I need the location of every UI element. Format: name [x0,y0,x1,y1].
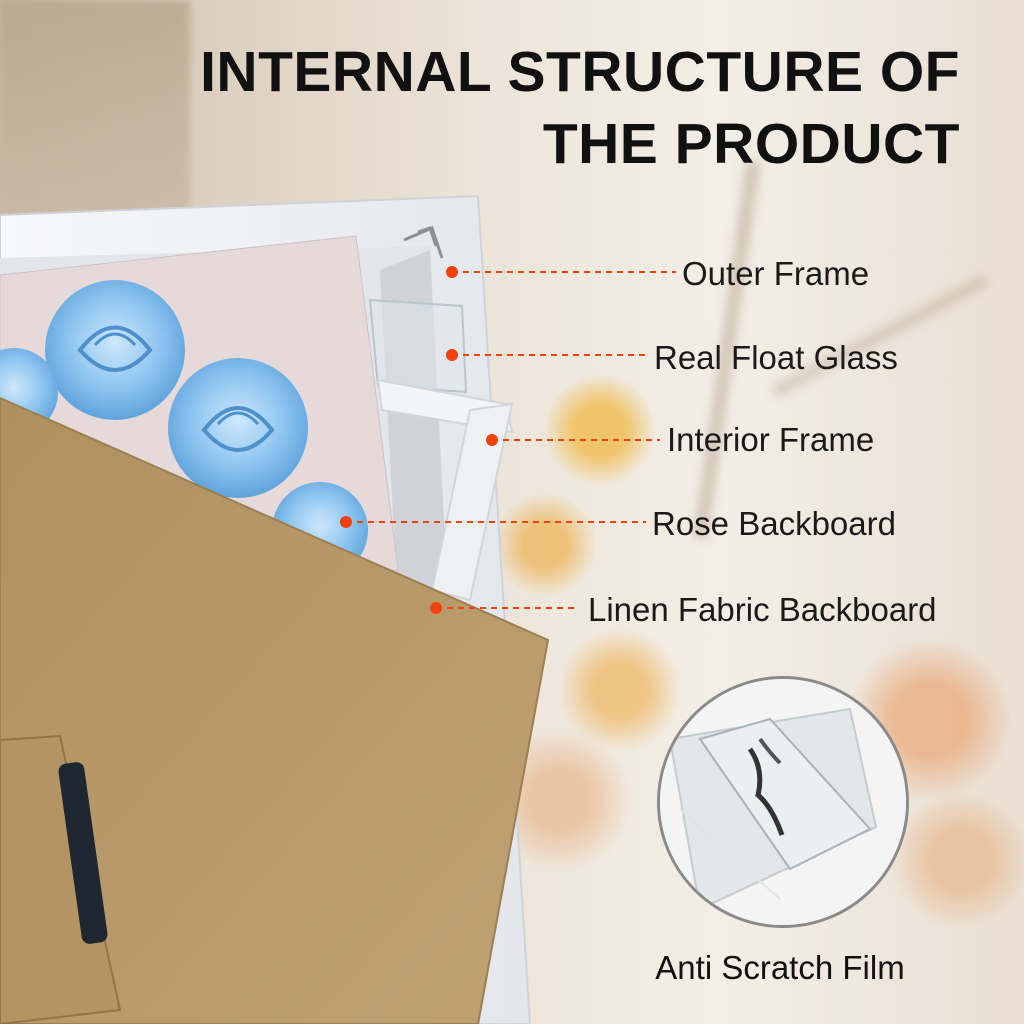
callout-dot-icon [446,349,458,361]
rose-icon [45,280,185,420]
callout-dot-icon [486,434,498,446]
interior-frame [376,378,514,602]
page-title: INTERNAL STRUCTURE OF THE PRODUCT [120,36,960,180]
linen-fabric-backboard [0,396,550,1024]
title-line-1: INTERNAL STRUCTURE OF [200,40,960,104]
callout-outer-frame: Outer Frame [682,255,870,292]
callout-linen-fabric-backboard: Linen Fabric Backboard [588,591,937,628]
anti-scratch-film-label: Anti Scratch Film [655,949,905,986]
float-glass [368,298,468,394]
film-peel-illustration [660,679,906,925]
callout-rose-backboard: Rose Backboard [652,505,896,542]
rose-icon [168,358,308,498]
callout-interior-frame: Interior Frame [667,421,875,458]
callout-real-float-glass: Real Float Glass [654,339,898,376]
background-blur-shape [0,0,190,220]
callout-dot-icon [446,266,458,278]
frame-corner-icon [403,225,444,259]
anti-scratch-film-closeup [657,676,909,928]
callout-lines [346,271,676,609]
callout-dots [340,266,498,614]
title-line-2: THE PRODUCT [542,112,960,176]
callout-dot-icon [430,602,442,614]
callout-dot-icon [340,516,352,528]
